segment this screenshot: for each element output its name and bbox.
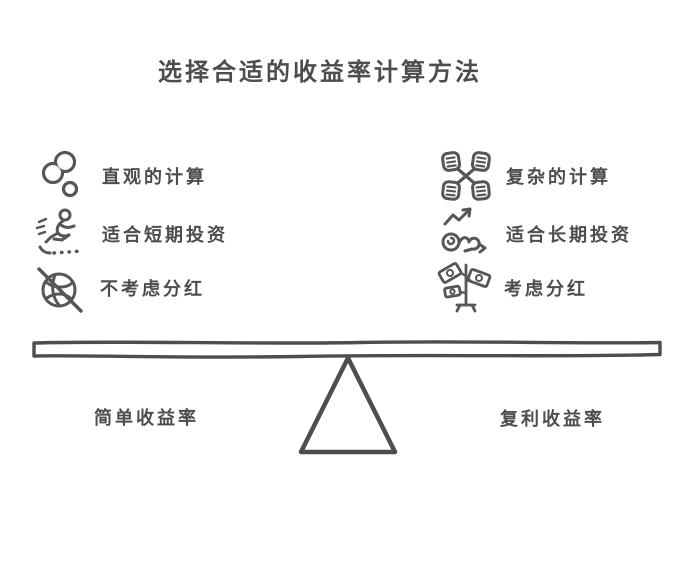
money-tree-icon [437, 262, 492, 313]
balance-beam [32, 340, 662, 359]
page-title: 选择合适的收益率计算方法 [158, 59, 482, 86]
sprinter-icon [35, 208, 84, 255]
feature-label: 考虑分红 [504, 279, 588, 299]
right-feature-3: 考虑分红 [436, 260, 588, 316]
seesaw-graphic [32, 340, 662, 455]
feature-label: 复杂的计算 [506, 167, 611, 187]
left-feature-2: 适合短期投资 [34, 206, 228, 262]
feature-label: 不考虑分红 [100, 279, 205, 299]
feature-label: 直观的计算 [102, 167, 207, 187]
feature-label: 适合长期投资 [506, 225, 632, 245]
left-beam-label: 简单收益率 [94, 408, 199, 428]
circles-cluster-icon [41, 150, 79, 198]
connected-stacks-icon [441, 151, 491, 201]
snail-growth-icon [441, 207, 487, 254]
no-dividend-icon [37, 267, 83, 313]
left-feature-3: 不考虑分红 [32, 260, 205, 316]
right-beam-label: 复利收益率 [500, 409, 605, 429]
feature-label: 适合短期投资 [102, 225, 228, 245]
fulcrum-triangle [298, 355, 398, 455]
right-feature-1: 复杂的计算 [438, 148, 611, 204]
left-feature-1: 直观的计算 [34, 148, 207, 204]
right-feature-2: 适合长期投资 [438, 206, 632, 262]
